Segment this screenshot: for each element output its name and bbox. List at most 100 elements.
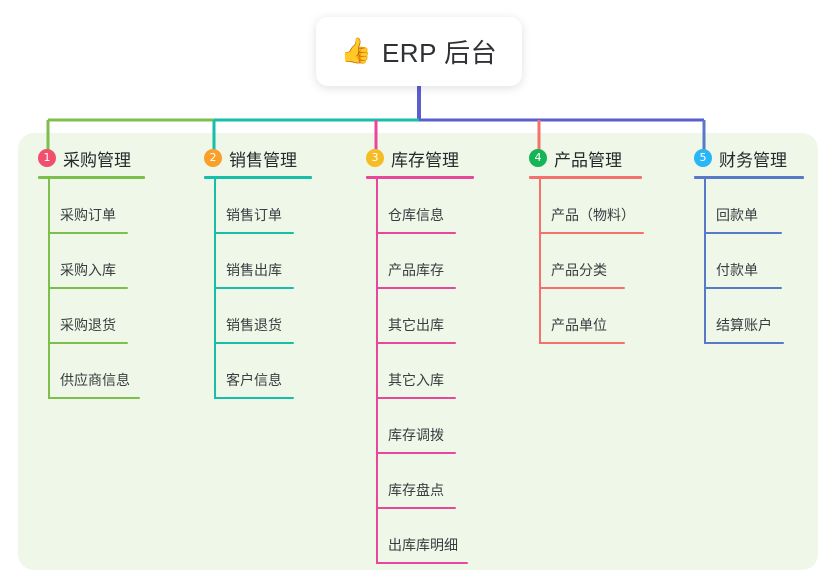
leaf-underline [376,452,456,454]
leaf-underline [704,232,782,234]
leaf-item[interactable]: 销售出库 [204,234,312,289]
branch-title: 销售管理 [229,150,297,170]
leaf-item[interactable]: 客户信息 [204,344,312,399]
leaf-item[interactable]: 产品库存 [366,234,474,289]
leaf-item[interactable]: 采购入库 [38,234,145,289]
branch-underline [529,176,642,179]
leaf-underline [376,287,456,289]
leaf-item[interactable]: 销售订单 [204,179,312,234]
leaf-item[interactable]: 库存盘点 [366,454,474,509]
leaf-underline [376,232,456,234]
branch-column-2: 2 销售管理销售订单销售出库销售退货客户信息 [204,146,312,399]
branch-spine [704,179,706,344]
branch-spine [214,179,216,399]
leaf-list: 产品（物料） 产品分类产品单位 [529,179,644,344]
branch-column-3: 3 库存管理仓库信息产品库存其它出库其它入库库存调拨库存盘点出库库明细 [366,146,474,564]
leaf-label: 库存调拨 [388,427,444,443]
branch-badge-2: 2 [204,149,222,167]
branch-spine [539,179,541,344]
leaf-item[interactable]: 付款单 [694,234,804,289]
leaf-item[interactable]: 产品分类 [529,234,642,289]
branch-badge-5: 5 [694,149,712,167]
leaf-item[interactable]: 仓库信息 [366,179,474,234]
leaf-label: 其它出库 [388,317,444,333]
leaf-label: 销售订单 [226,207,282,223]
branch-underline [38,176,145,179]
branch-header-5[interactable]: 5 财务管理 [694,146,804,170]
branch-underline [366,176,474,179]
branch-underline [694,176,804,179]
leaf-label: 供应商信息 [60,372,130,388]
leaf-underline [376,507,456,509]
branch-header-1[interactable]: 1 采购管理 [38,146,145,170]
branch-spine [48,179,50,399]
leaf-label: 结算账户 [716,317,772,333]
branches-panel [18,133,818,570]
leaf-label: 采购订单 [60,207,116,223]
leaf-label: 产品分类 [551,262,607,278]
leaf-label: 其它入库 [388,372,444,388]
leaf-label: 库存盘点 [388,482,444,498]
leaf-underline [214,342,294,344]
branch-title: 财务管理 [719,150,787,170]
leaf-item[interactable]: 产品（物料） [529,179,644,234]
leaf-item[interactable]: 库存调拨 [366,399,474,454]
branch-title: 库存管理 [391,150,459,170]
leaf-underline [376,342,456,344]
leaf-item[interactable]: 供应商信息 [38,344,145,399]
leaf-underline [48,397,140,399]
leaf-underline [48,287,128,289]
leaf-list: 回款单付款单结算账户 [694,179,804,344]
leaf-label: 销售退货 [226,317,282,333]
leaf-underline [214,397,294,399]
thumbs-up-icon: 👍 [340,37,372,65]
leaf-list: 销售订单销售出库销售退货客户信息 [204,179,312,399]
leaf-item[interactable]: 采购退货 [38,289,145,344]
leaf-underline [539,287,625,289]
leaf-label: 仓库信息 [388,207,444,223]
leaf-item[interactable]: 采购订单 [38,179,145,234]
leaf-item[interactable]: 产品单位 [529,289,642,344]
leaf-label: 产品（物料） [551,207,635,223]
leaf-underline [48,232,128,234]
branch-badge-3: 3 [366,149,384,167]
leaf-item[interactable]: 销售退货 [204,289,312,344]
leaf-item[interactable]: 其它出库 [366,289,474,344]
leaf-underline [214,287,294,289]
leaf-underline [376,397,456,399]
branch-badge-4: 4 [529,149,547,167]
leaf-item[interactable]: 结算账户 [694,289,804,344]
leaf-underline [539,232,644,234]
root-node[interactable]: 👍 ERP 后台 [316,17,522,86]
leaf-item[interactable]: 其它入库 [366,344,474,399]
leaf-list: 仓库信息产品库存其它出库其它入库库存调拨库存盘点出库库明细 [366,179,474,564]
leaf-label: 回款单 [716,207,758,223]
leaf-underline [704,287,782,289]
branch-header-3[interactable]: 3 库存管理 [366,146,474,170]
leaf-underline [704,342,784,344]
branch-title: 采购管理 [63,150,131,170]
leaf-label: 产品单位 [551,317,607,333]
leaf-label: 客户信息 [226,372,282,388]
leaf-label: 销售出库 [226,262,282,278]
leaf-item[interactable]: 回款单 [694,179,804,234]
leaf-list: 采购订单采购入库采购退货供应商信息 [38,179,145,399]
leaf-underline [214,232,294,234]
leaf-item[interactable]: 出库库明细 [366,509,474,564]
branch-underline [204,176,312,179]
branch-header-2[interactable]: 2 销售管理 [204,146,312,170]
leaf-label: 付款单 [716,262,758,278]
leaf-underline [539,342,625,344]
branch-column-1: 1 采购管理采购订单采购入库采购退货供应商信息 [38,146,145,399]
root-title: ERP 后台 [381,38,498,68]
leaf-underline [376,562,468,564]
leaf-label: 采购退货 [60,317,116,333]
branch-badge-1: 1 [38,149,56,167]
branch-spine [376,179,378,564]
branch-column-5: 5 财务管理回款单付款单结算账户 [694,146,804,344]
leaf-label: 出库库明细 [388,537,458,553]
leaf-label: 采购入库 [60,262,116,278]
